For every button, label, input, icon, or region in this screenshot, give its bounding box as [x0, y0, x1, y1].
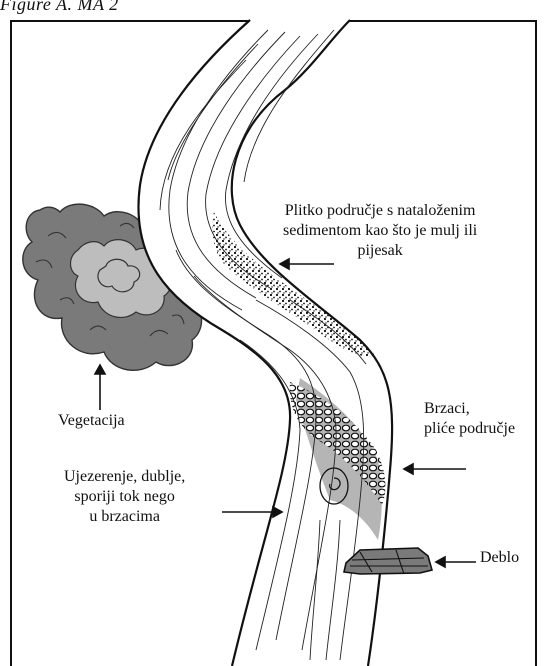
- label-line: pliće područje: [424, 419, 515, 439]
- label-rapids: Brzaci, pliće područje: [424, 399, 515, 439]
- label-line: Plitko područje s nataloženim: [283, 201, 477, 221]
- label-vegetation: Vegetacija: [58, 411, 125, 431]
- label-log: Deblo: [480, 548, 519, 568]
- label-line: sporiji tok nego: [64, 487, 185, 507]
- label-line: Ujezerenje, dublje,: [64, 467, 185, 487]
- log: [344, 548, 432, 574]
- label-pool: Ujezerenje, dublje, sporiji tok nego u b…: [64, 467, 185, 527]
- label-line: pijesak: [283, 241, 477, 261]
- label-line: sedimentom kao što je mulj ili: [283, 221, 477, 241]
- label-line: u brzacima: [64, 507, 185, 527]
- label-line: Brzaci,: [424, 399, 515, 419]
- label-shallow-sediment: Plitko područje s nataloženim sedimentom…: [283, 201, 477, 261]
